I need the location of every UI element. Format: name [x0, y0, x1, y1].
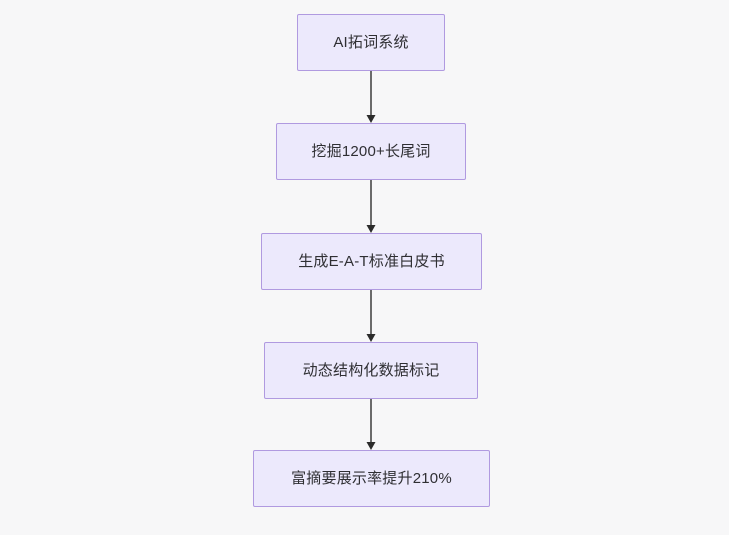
edge-arrowhead [366, 334, 376, 342]
flowchart-node-n5[interactable]: 富摘要展示率提升210% [253, 450, 490, 507]
flowchart-node-n3[interactable]: 生成E-A-T标准白皮书 [261, 233, 482, 290]
edge-arrowhead [366, 442, 376, 450]
flowchart-node-label: AI拓词系统 [333, 34, 409, 51]
flowchart-node-n4[interactable]: 动态结构化数据标记 [264, 342, 478, 399]
flowchart-node-n2[interactable]: 挖掘1200+长尾词 [276, 123, 466, 180]
edge-arrowhead [366, 115, 376, 123]
flowchart-node-n1[interactable]: AI拓词系统 [297, 14, 445, 71]
flowchart-node-label: 动态结构化数据标记 [302, 362, 440, 379]
flowchart-node-label: 挖掘1200+长尾词 [311, 143, 431, 160]
flowchart-node-label: 富摘要展示率提升210% [291, 470, 452, 487]
flowchart-node-label: 生成E-A-T标准白皮书 [298, 253, 445, 270]
edge-arrowhead [366, 225, 376, 233]
